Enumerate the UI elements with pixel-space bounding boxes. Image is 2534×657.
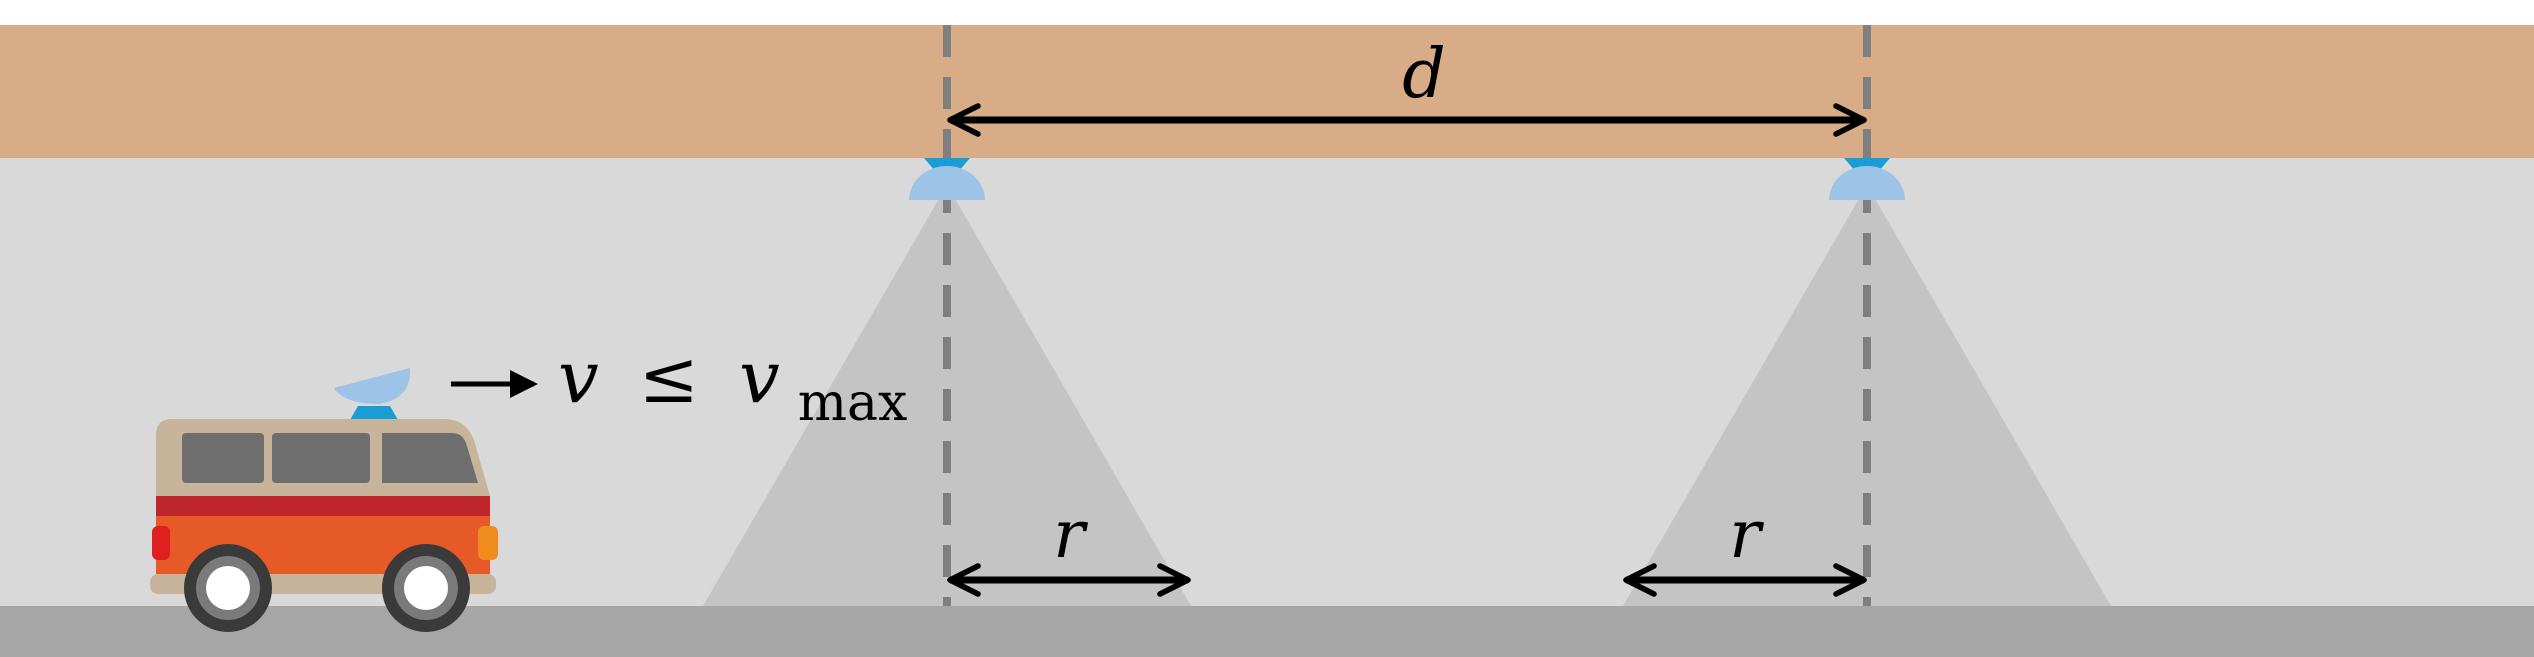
speed-var: v <box>558 335 599 419</box>
speed-limit-subscript: max <box>798 373 908 433</box>
van-icon <box>150 368 498 632</box>
relation-symbol: ≤ <box>639 335 699 419</box>
ground-band <box>0 606 2534 657</box>
dish-antenna-icon <box>334 368 411 420</box>
ceiling-band <box>0 25 2534 158</box>
velocity-arrowhead <box>510 370 538 398</box>
range-label-right: r <box>1729 496 1764 573</box>
speed-constraint: v ≤ v max <box>558 335 907 433</box>
range-label-left: r <box>1053 496 1088 573</box>
ceiling-sensor-icon <box>1829 158 1905 200</box>
ceiling-sensor-icon <box>909 158 985 200</box>
speed-limit-var: v <box>739 335 780 419</box>
top-margin <box>0 0 2534 25</box>
spacing-label: d <box>1402 35 1446 114</box>
